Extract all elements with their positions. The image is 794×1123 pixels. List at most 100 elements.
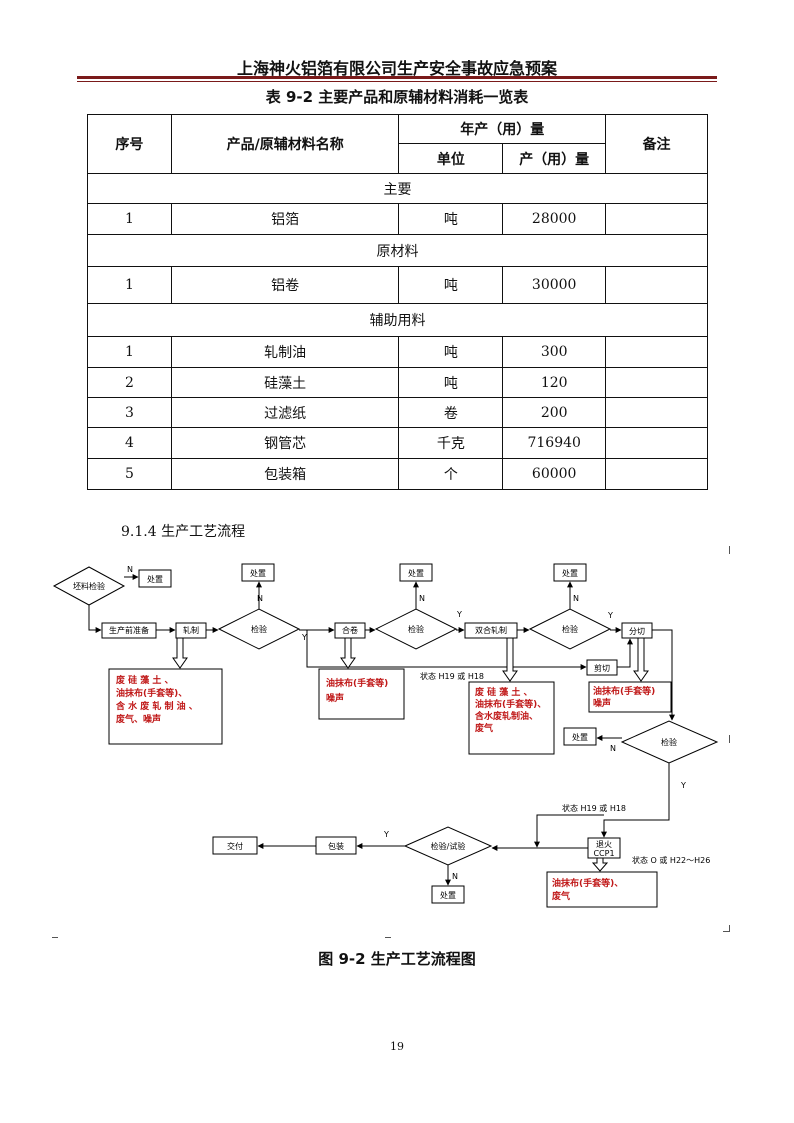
label-dispose-5: 处置 [572,732,588,742]
label-anneal: 退火 [596,840,612,849]
label-state-3: 状态 O 或 H22～H26 [632,855,710,865]
label-state-1: 状态 H19 或 H18 [420,671,484,681]
waste-box-3 [468,681,555,755]
label-prep: 生产前准备 [109,625,149,635]
label-slitting: 分切 [629,627,645,636]
cell-no: 3 [87,397,172,428]
waste4-line1: 油抹布(手套等) [593,685,655,697]
waste-box-2 [318,668,405,720]
label-dispose-4: 处置 [562,568,578,578]
table-row: 1 轧制油 吨 300 [87,336,708,368]
box-dispose-5 [563,727,597,746]
cell-no: 1 [87,336,172,368]
cell-no: 1 [87,266,172,304]
waste1-line4: 废气、噪声 [116,713,161,725]
arrow-raw-prep [88,605,102,633]
waste-arrow-2 [340,637,356,669]
page-number: 19 [390,1040,404,1053]
cell-name: 包装箱 [170,458,400,490]
section-heading: 9.1.4 生产工艺流程 [121,524,246,540]
col-header-annual: 年产（用）量 [398,114,607,144]
table-row: 3 过滤纸 卷 200 [87,397,708,428]
cell-remark [605,397,708,428]
cell-name: 过滤纸 [170,397,400,428]
label-y-5: Y [383,830,389,839]
waste-arrow-1 [172,637,188,669]
label-y-3: Y [607,611,613,620]
label-n-2: N [419,594,425,603]
waste5-line1: 油抹布(手套等)、 [552,877,623,889]
cell-qty: 716940 [502,427,607,459]
table-row: 1 铝箔 吨 28000 [87,203,708,235]
arrow-inspect4-anneal [601,763,670,838]
label-n-raw: N [127,565,133,574]
document-header: 上海神火铝箔有限公司生产安全事故应急预案 [236,59,557,78]
label-pack: 包装 [328,841,344,851]
col-header-name: 产品/原辅材料名称 [170,114,400,174]
materials-table: 序号 产品/原辅材料名称 年产（用）量 备注 单位 产（用）量 主要 1 铝箔 … [87,114,708,490]
arrow-h19-loop [534,814,604,848]
cell-unit: 吨 [398,266,504,304]
cell-qty: 120 [502,367,607,398]
waste-arrow-4 [633,637,649,682]
cell-unit: 吨 [398,203,504,235]
label-inspect-4: 检验 [661,737,677,747]
label-state-2: 状态 H19 或 H18 [562,803,626,813]
box-dispose-4 [553,563,587,582]
col-header-qty: 产（用）量 [502,143,607,174]
cell-qty: 28000 [502,203,607,235]
figure-caption: 图 9-2 生产工艺流程图 [318,950,476,968]
label-combine: 合卷 [342,625,358,635]
cell-qty: 300 [502,336,607,368]
label-anneal-code: CCP1 [593,849,614,858]
label-n-5: N [452,872,458,881]
label-test: 检验/试验 [431,841,466,851]
waste3-line3: 含水废轧制油、 [474,710,538,722]
label-dispose-3: 处置 [408,568,424,578]
box-deliver [212,836,258,855]
header-rule-thin [77,81,717,82]
cell-name: 钢管芯 [170,427,400,459]
section-row-raw: 原材料 [87,234,708,267]
waste-box-5 [546,871,658,908]
cell-name: 铝卷 [170,266,400,304]
box-dispose-1 [138,569,172,588]
cell-no: 2 [87,367,172,398]
cell-unit: 卷 [398,397,504,428]
waste-box-4 [588,681,672,713]
label-y-1: Y [301,633,307,642]
process-flow-diagram: 坯料检验 处置 生产前准备 轧制 检验 处置 合卷 检验 处置 双合轧制 检验 … [52,563,719,908]
frame-corner-br [723,925,730,932]
table-row: 1 铝卷 吨 30000 [87,266,708,304]
cell-name: 轧制油 [170,336,400,368]
label-y-4: Y [680,781,686,790]
box-dispose-2 [241,563,275,582]
box-dispose-6 [431,885,465,904]
cell-no: 1 [87,203,172,235]
table-row: 4 钢管芯 千克 716940 [87,427,708,459]
diamond-inspect-3 [528,608,612,650]
label-dispose-1: 处置 [147,574,163,584]
frame-corner-tr [723,546,730,554]
label-inspect-3: 检验 [562,624,578,634]
frame-mark-b [385,931,391,938]
waste-arrow-3 [502,637,518,682]
frame-corner-bl [52,931,58,938]
arrow-cutting-slitting [617,638,633,668]
waste-box-1 [108,668,223,745]
frame-mark-r [723,735,730,743]
waste4-line2: 噪声 [593,697,611,709]
section-row-main: 主要 [87,173,708,204]
cell-no: 5 [87,458,172,490]
table-row: 2 硅藻土 吨 120 [87,367,708,398]
col-header-remark: 备注 [605,114,708,174]
cell-no: 4 [87,427,172,459]
waste2-line2: 噪声 [326,692,344,704]
cell-remark [605,367,708,398]
waste3-line4: 废气 [475,722,493,734]
cell-qty: 60000 [502,458,607,490]
cell-remark [605,427,708,459]
waste5-line2: 废气 [552,890,570,902]
diamond-test [403,826,493,866]
waste3-line1: 废 硅 藻 土 、 [475,686,533,698]
